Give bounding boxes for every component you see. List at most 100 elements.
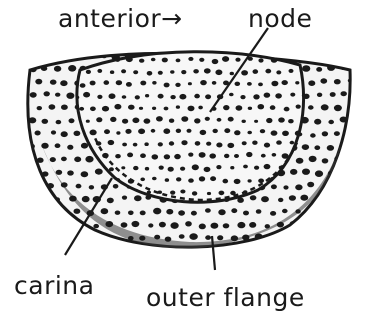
pit (288, 119, 294, 123)
pit (68, 65, 76, 72)
pit (284, 53, 291, 58)
pit (282, 80, 288, 85)
pit (140, 211, 146, 216)
pit (271, 81, 278, 87)
pit (315, 170, 323, 177)
pit (178, 210, 185, 215)
pit (126, 82, 132, 87)
pit (134, 195, 142, 201)
pit (308, 210, 315, 216)
pit (116, 131, 120, 134)
pit (187, 129, 192, 133)
pit (322, 235, 330, 242)
pit (217, 118, 222, 122)
pit (242, 46, 247, 50)
pit (328, 196, 333, 200)
pit (347, 183, 353, 188)
pit (157, 45, 163, 50)
pit (206, 142, 211, 146)
pit (334, 79, 341, 84)
pit (314, 145, 320, 150)
pit (199, 224, 206, 230)
pit (101, 237, 108, 242)
pit (349, 235, 354, 239)
pit (175, 83, 180, 87)
pit (158, 142, 163, 146)
pit (253, 94, 259, 99)
pit (290, 141, 295, 145)
pit (278, 198, 283, 202)
pit (116, 80, 122, 85)
pit (243, 211, 249, 216)
pit (87, 235, 92, 239)
pit (152, 177, 157, 181)
pit (194, 46, 199, 50)
pit (121, 222, 128, 227)
pit (169, 46, 174, 50)
pit (316, 67, 322, 72)
pit (109, 93, 116, 99)
pit (224, 154, 229, 158)
pit (340, 172, 346, 177)
pit (230, 72, 234, 76)
pit (174, 154, 181, 159)
pit (67, 170, 74, 175)
pit (101, 208, 109, 214)
pit (140, 178, 145, 182)
pit (69, 222, 76, 227)
pit (252, 141, 257, 145)
pit (164, 154, 170, 159)
pit (75, 52, 82, 57)
pit (218, 209, 225, 215)
pit (169, 141, 174, 145)
pit (192, 191, 197, 195)
pit (164, 83, 170, 88)
pit (234, 130, 240, 135)
pit (340, 117, 348, 123)
pit (147, 191, 151, 194)
pit (132, 221, 140, 227)
pit (335, 234, 342, 239)
pit (90, 107, 96, 112)
pit (76, 184, 82, 189)
pit (321, 55, 327, 59)
pit (22, 157, 29, 162)
pit (110, 117, 116, 122)
pit (152, 107, 156, 110)
pit (51, 210, 56, 214)
pit (243, 165, 248, 169)
pit (295, 81, 299, 84)
pit (229, 93, 234, 97)
pit (111, 45, 115, 48)
node-label: node (248, 6, 312, 31)
pit (61, 52, 69, 58)
pit (283, 185, 288, 189)
pit (307, 236, 315, 243)
pit (193, 69, 199, 73)
pit (99, 45, 104, 49)
pit (199, 58, 204, 62)
pit (295, 209, 300, 213)
pit (170, 70, 174, 73)
pit (191, 211, 197, 216)
pit (261, 196, 269, 202)
pit (107, 198, 114, 204)
pit (209, 153, 216, 158)
pit (145, 167, 149, 171)
pit (288, 48, 293, 52)
pit (66, 93, 74, 99)
pit (235, 58, 240, 62)
pit (335, 182, 343, 188)
pit (188, 153, 193, 157)
pit (237, 222, 245, 228)
pit (334, 105, 342, 111)
pit (216, 143, 222, 148)
pit (347, 131, 353, 136)
pit (276, 140, 282, 144)
pit (163, 128, 170, 134)
pit (254, 120, 258, 123)
pit (275, 93, 282, 98)
pit (258, 83, 263, 87)
pit (210, 176, 216, 181)
pit (314, 119, 321, 125)
